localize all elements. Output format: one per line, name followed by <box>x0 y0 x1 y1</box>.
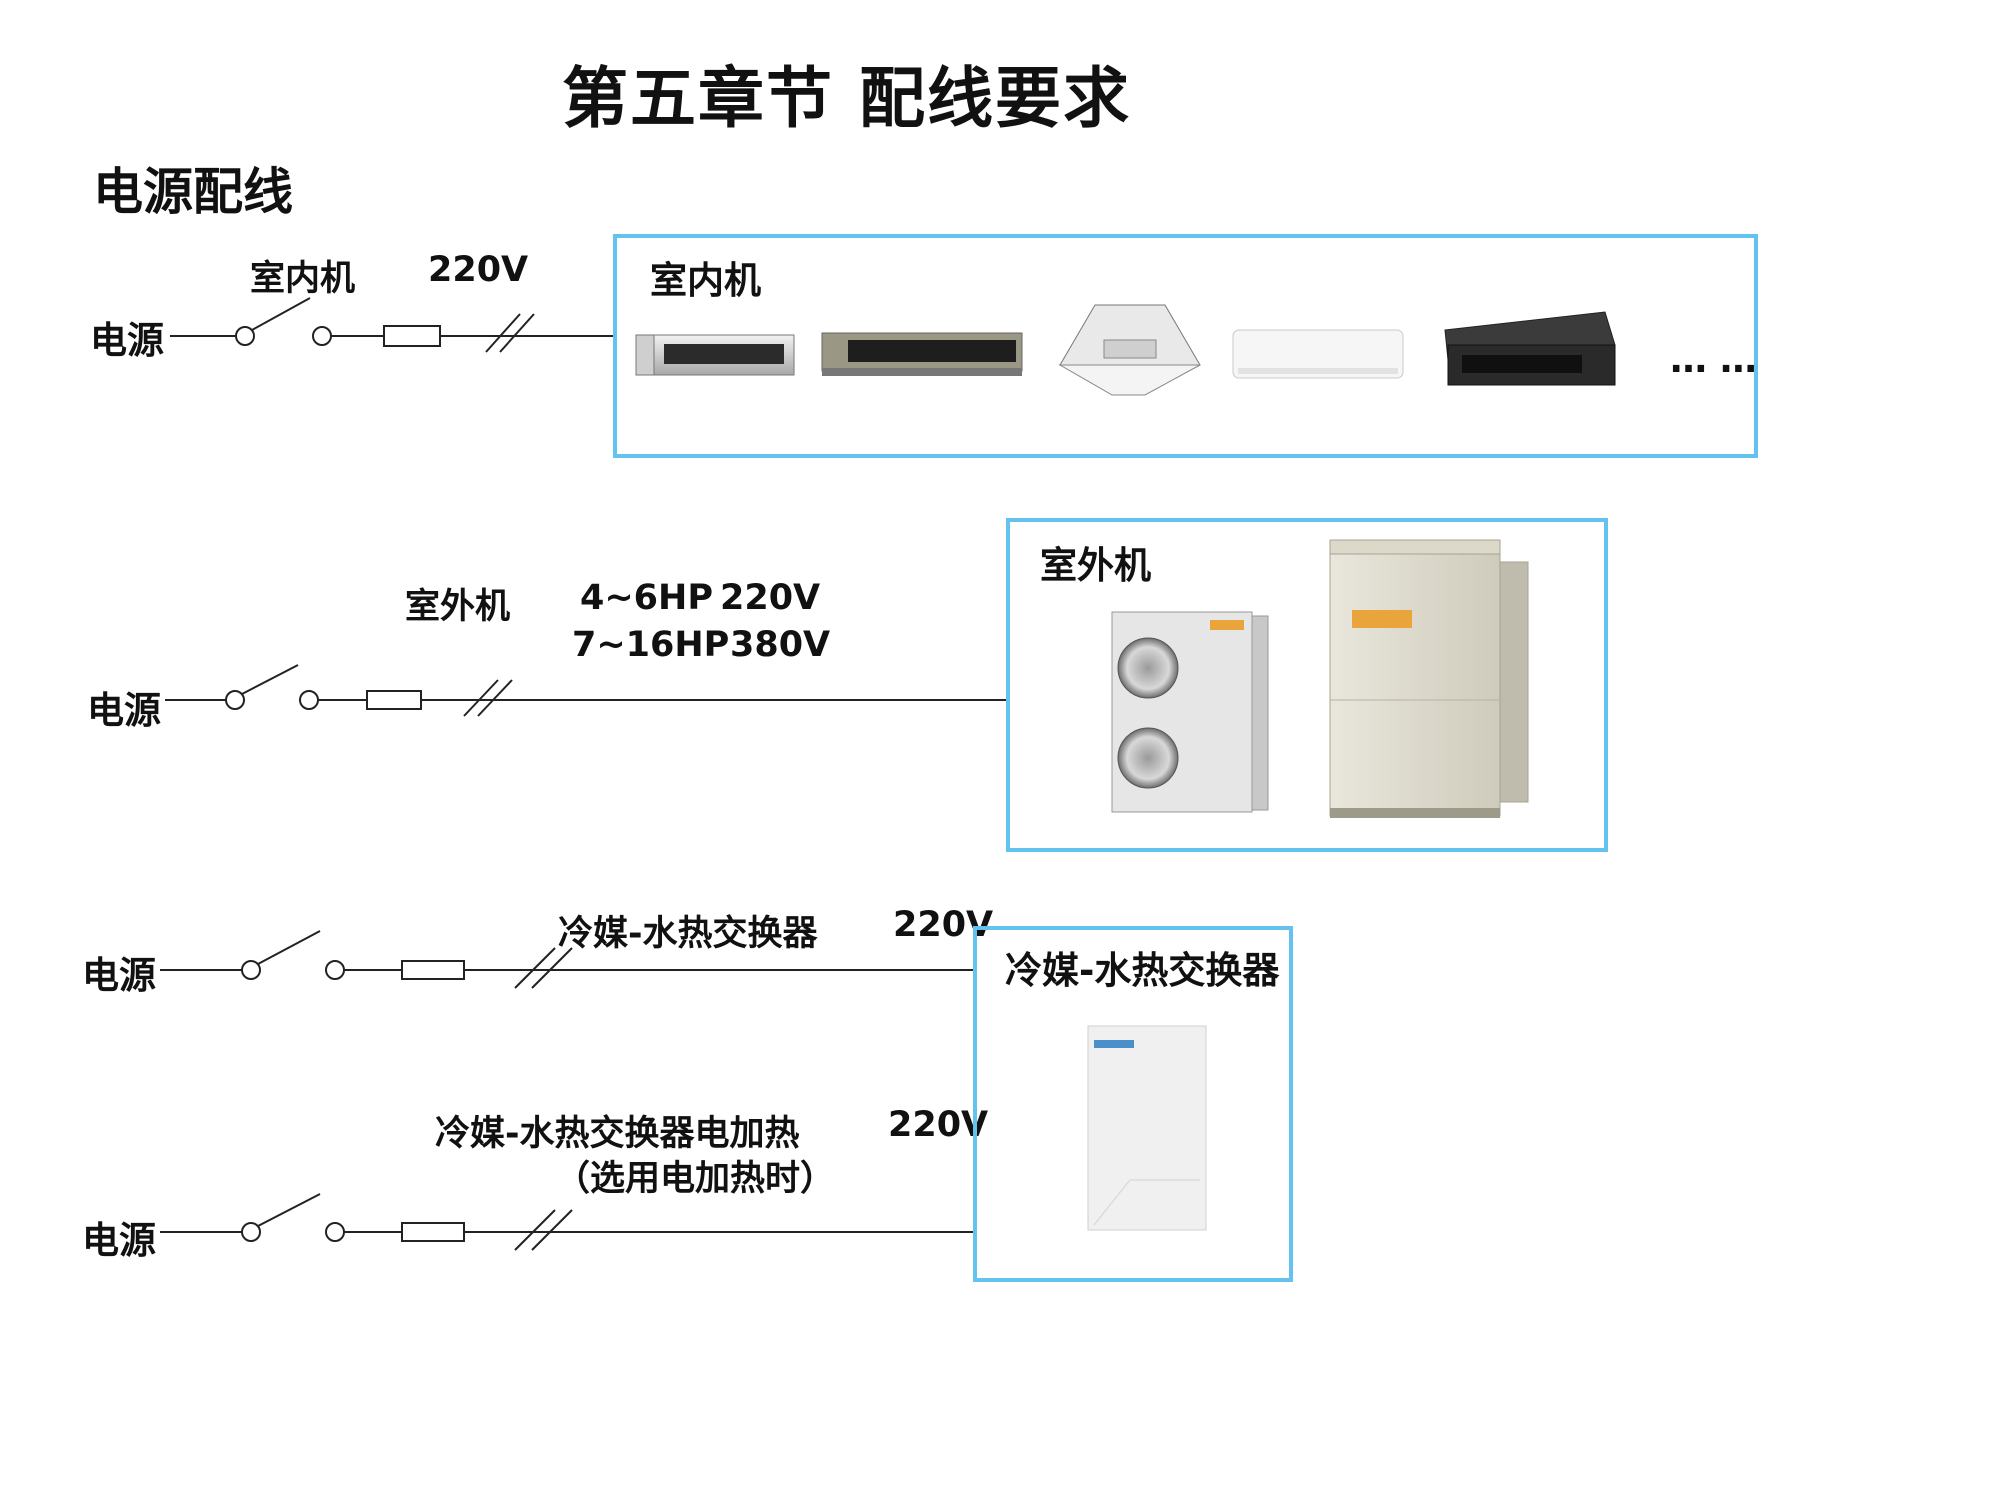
row4-circuit <box>160 1193 975 1251</box>
power-source-label-1: 电源 <box>90 319 164 362</box>
switch-contact-icon <box>225 690 245 710</box>
switch-blade-icon <box>251 297 311 331</box>
ducted-unit-2-image <box>821 332 1023 376</box>
switch-blade-icon <box>257 930 321 965</box>
fan-icon <box>1117 637 1179 699</box>
row1-voltage-label: 220V <box>428 250 529 290</box>
row3-circuit <box>160 930 975 989</box>
concealed-unit-image <box>1444 311 1616 386</box>
large-outdoor-unit-image <box>1329 539 1529 818</box>
row4-device-label: 冷媒-水热交换器电加热 <box>435 1114 800 1154</box>
page-title: 第五章节 配线要求 <box>562 59 1131 137</box>
hx-box-label: 冷媒-水热交换器 <box>1005 949 1280 992</box>
row2-spec1-voltage: 220V <box>720 578 821 618</box>
fuse-icon <box>401 960 465 980</box>
row1-device-label: 室内机 <box>250 259 356 299</box>
heat-exchanger-box <box>973 926 1293 1282</box>
row2-device-label: 室外机 <box>405 587 511 627</box>
indoor-units-box <box>613 234 1758 458</box>
row2-spec1-hp: 4~6HP <box>580 578 713 618</box>
row2-spec2-voltage: 380V <box>730 625 831 665</box>
fuse-icon <box>366 690 422 710</box>
switch-blade-icon <box>241 664 299 695</box>
row1-circuit <box>170 297 615 353</box>
switch-contact-icon <box>312 326 332 346</box>
ducted-unit-1-image <box>635 334 795 376</box>
row4-note-label: （选用电加热时） <box>555 1159 836 1199</box>
row2-circuit <box>165 664 1008 717</box>
section-title: 电源配线 <box>93 163 293 221</box>
two-wire-mark-icon <box>463 679 499 717</box>
fan-icon <box>1117 727 1179 789</box>
two-wire-mark-icon <box>514 947 556 989</box>
cassette-unit-image <box>1058 304 1201 396</box>
power-source-label-4: 电源 <box>82 1219 156 1262</box>
switch-contact-icon <box>241 1222 261 1242</box>
power-source-label-3: 电源 <box>82 954 156 997</box>
switch-contact-icon <box>325 1222 345 1242</box>
switch-contact-icon <box>299 690 319 710</box>
wall-mounted-unit-image <box>1232 329 1404 379</box>
power-source-label-2: 电源 <box>87 689 161 732</box>
heat-exchanger-unit-image <box>1087 1025 1207 1231</box>
fuse-icon <box>383 325 441 347</box>
switch-contact-icon <box>241 960 261 980</box>
switch-blade-icon <box>257 1193 321 1227</box>
switch-contact-icon <box>325 960 345 980</box>
switch-contact-icon <box>235 326 255 346</box>
small-outdoor-unit-image <box>1111 611 1269 813</box>
row4-voltage-label: 220V <box>888 1105 989 1145</box>
row2-spec2-hp: 7~16HP <box>572 625 730 665</box>
two-wire-mark-icon <box>485 313 521 353</box>
row3-device-label: 冷媒-水热交换器 <box>558 914 818 954</box>
fuse-icon <box>401 1222 465 1242</box>
indoor-box-ellipsis: … … <box>1670 338 1757 381</box>
indoor-box-label: 室内机 <box>650 259 761 302</box>
outdoor-box-label: 室外机 <box>1040 544 1151 587</box>
two-wire-mark-icon <box>514 1209 556 1251</box>
outdoor-units-box <box>1006 518 1608 852</box>
